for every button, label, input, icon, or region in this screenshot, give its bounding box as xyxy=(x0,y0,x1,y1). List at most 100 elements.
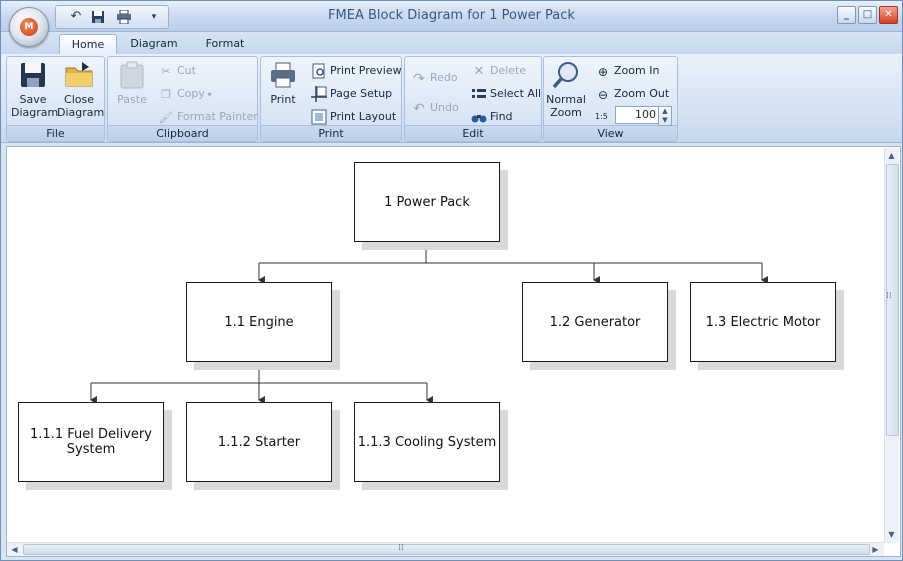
print-layout-button[interactable]: Print Layout xyxy=(311,108,396,126)
copy-label: Copy xyxy=(177,87,205,100)
block-label: 1.1.3 Cooling System xyxy=(357,434,497,450)
undo-button[interactable]: ↶Undo xyxy=(411,99,459,117)
save-icon[interactable] xyxy=(88,8,108,26)
tab-home[interactable]: Home xyxy=(59,34,117,55)
print-preview-label: Print Preview xyxy=(330,64,402,77)
minimize-button[interactable]: _ xyxy=(837,6,856,24)
group-view-label: View xyxy=(544,125,677,141)
zoom-level-icon: 1:5 xyxy=(595,108,608,126)
block-generator[interactable]: 1.2 Generator xyxy=(522,282,668,362)
group-clipboard: Paste ✂ Cut ❐Copy ▾ 🖌Format Painter Clipb… xyxy=(107,56,258,142)
group-edit-label: Edit xyxy=(405,125,541,141)
block-electric-motor[interactable]: 1.3 Electric Motor xyxy=(690,282,836,362)
undo-icon[interactable]: ↶ xyxy=(70,9,82,24)
ribbon: Save Diagram Close Diagram File Paste ✂ C… xyxy=(1,54,902,143)
redo-button[interactable]: ↷ Redo xyxy=(411,69,458,87)
select-all-button[interactable]: Select All xyxy=(471,85,541,103)
tab-diagram[interactable]: Diagram xyxy=(130,37,178,50)
tab-format[interactable]: Format xyxy=(205,37,245,50)
normal-zoom-button[interactable]: Normal Zoom xyxy=(546,60,586,119)
spin-up-icon[interactable]: ▲ xyxy=(662,107,668,115)
print-label: Print xyxy=(270,93,296,106)
zoom-spinner[interactable]: ▲ ▼ xyxy=(658,106,672,126)
scroll-down-icon[interactable]: ▼ xyxy=(888,530,895,539)
copy-dropdown-icon[interactable]: ▾ xyxy=(204,90,212,99)
horizontal-grip-icon: ⁞⁞ xyxy=(398,543,404,553)
block-fuel-delivery-system[interactable]: 1.1.1 Fuel Delivery System xyxy=(18,402,164,482)
close-window-button[interactable]: ✕ xyxy=(879,6,898,24)
print-layout-label: Print Layout xyxy=(330,110,397,123)
save-diagram-label: Save Diagram xyxy=(11,93,59,119)
zoom-in-icon: ⊕ xyxy=(597,65,609,79)
horizontal-scroll-thumb[interactable] xyxy=(23,544,870,555)
binoculars-icon xyxy=(471,115,487,123)
save-icon xyxy=(21,63,45,87)
printer-icon xyxy=(271,62,295,88)
format-painter-label: Format Painter xyxy=(177,110,258,123)
app-logo-icon: M xyxy=(20,18,38,36)
scissors-icon: ✂ xyxy=(161,65,171,78)
redo-label: Redo xyxy=(430,71,458,84)
zoom-level-input[interactable]: 100 xyxy=(615,106,659,124)
block-power-pack[interactable]: 1 Power Pack xyxy=(354,162,500,242)
title-bar: FMEA Block Diagram for 1 Power Pack ↶ ▾ … xyxy=(1,1,902,32)
vertical-scroll-thumb[interactable] xyxy=(886,164,899,436)
spin-down-icon[interactable]: ▼ xyxy=(662,116,668,124)
customize-qat-icon[interactable]: ▾ xyxy=(151,12,157,22)
vertical-scrollbar[interactable]: ▲ ▼ xyxy=(884,148,899,543)
zoom-out-button[interactable]: ⊖ Zoom Out xyxy=(595,85,669,103)
group-file-label: File xyxy=(7,125,104,141)
block-label: 1.1.1 Fuel Delivery System xyxy=(30,427,152,457)
magnifier-icon xyxy=(552,62,578,89)
horizontal-scrollbar[interactable]: ◀ ▶ xyxy=(7,542,884,556)
group-file: Save Diagram Close Diagram File xyxy=(6,56,105,142)
cut-button[interactable]: ✂ Cut xyxy=(158,62,196,80)
undo-icon: ↶ xyxy=(413,101,425,117)
delete-label: Delete xyxy=(490,64,527,77)
page-setup-button[interactable]: Page Setup xyxy=(311,85,392,103)
close-diagram-button[interactable]: Close Diagram xyxy=(57,60,104,119)
group-print: Print Print Preview Page Setup Print Lay… xyxy=(260,56,402,142)
diagram-canvas[interactable]: 1 Power Pack 1.1 Engine 1.2 Generator 1.… xyxy=(6,146,901,557)
clipboard-icon xyxy=(120,61,144,89)
group-clipboard-label: Clipboard xyxy=(108,125,257,141)
block-cooling-system[interactable]: 1.1.3 Cooling System xyxy=(354,402,500,482)
page-setup-icon xyxy=(311,86,327,102)
scroll-left-icon[interactable]: ◀ xyxy=(11,545,18,554)
window-title: FMEA Block Diagram for 1 Power Pack xyxy=(328,8,575,23)
block-label: 1 Power Pack xyxy=(384,194,470,210)
format-painter-button[interactable]: 🖌Format Painter xyxy=(158,108,258,126)
block-starter[interactable]: 1.1.2 Starter xyxy=(186,402,332,482)
block-label: 1.3 Electric Motor xyxy=(705,314,821,330)
zoom-out-label: Zoom Out xyxy=(614,87,670,100)
scroll-right-icon[interactable]: ▶ xyxy=(872,545,879,554)
save-diagram-button[interactable]: Save Diagram xyxy=(11,60,59,119)
zoom-in-label: Zoom In xyxy=(614,64,660,77)
print-icon[interactable] xyxy=(114,8,134,26)
folder-icon xyxy=(65,62,93,87)
print-button[interactable]: Print xyxy=(264,60,302,106)
block-engine[interactable]: 1.1 Engine xyxy=(186,282,332,362)
connector-lines xyxy=(90,243,768,404)
zoom-in-button[interactable]: ⊕ Zoom In xyxy=(595,62,659,80)
copy-button[interactable]: ❐Copy ▾ xyxy=(158,85,211,103)
maximize-button[interactable]: □ xyxy=(858,6,877,24)
find-button[interactable]: Find xyxy=(471,108,513,126)
application-menu-button[interactable]: M xyxy=(9,7,49,47)
print-preview-button[interactable]: Print Preview xyxy=(311,62,402,80)
quick-access-toolbar: ↶ ▾ xyxy=(55,5,169,29)
group-edit: ↷ Redo ↶Undo ✕ Delete Select All Find Edit xyxy=(404,56,542,142)
cut-label: Cut xyxy=(177,64,196,77)
group-print-label: Print xyxy=(261,125,401,141)
redo-icon: ↷ xyxy=(413,71,425,87)
delete-button[interactable]: ✕ Delete xyxy=(471,62,527,80)
paste-button[interactable]: Paste xyxy=(112,60,152,106)
delete-icon: ✕ xyxy=(473,64,485,79)
scroll-up-icon[interactable]: ▲ xyxy=(888,151,895,160)
find-label: Find xyxy=(490,110,513,123)
window-controls: _ □ ✕ xyxy=(835,6,898,24)
print-layout-icon xyxy=(311,109,327,125)
zoom-out-icon: ⊖ xyxy=(597,88,609,102)
select-all-icon xyxy=(472,89,486,98)
